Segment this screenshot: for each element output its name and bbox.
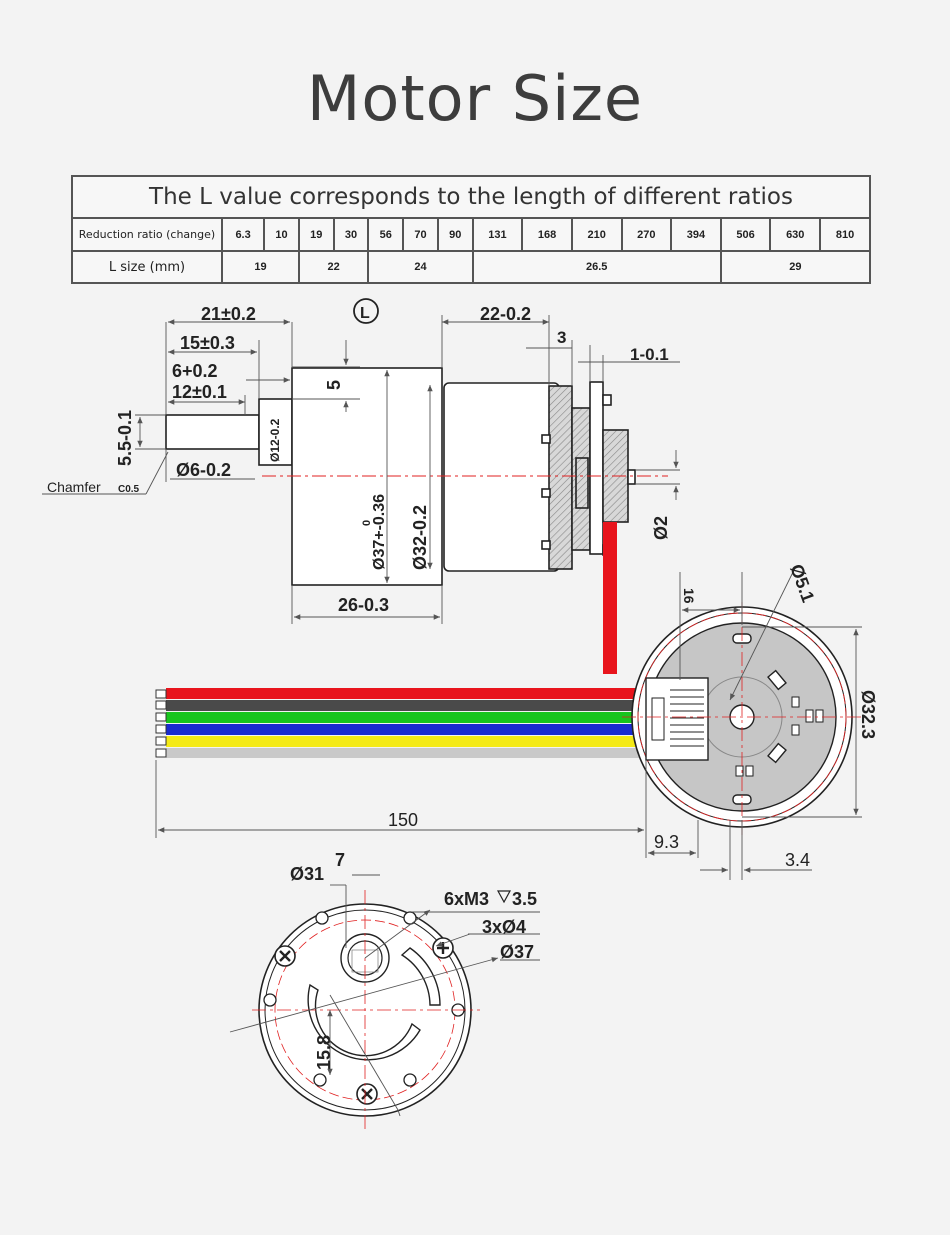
dim-L: L (360, 305, 370, 322)
motor-drawing: 21±0.2 15±0.3 6+0.2 12±0.1 5.5-0.1 Ø6-0.… (42, 298, 878, 1132)
ratio-size-table: The L value corresponds to the length of… (71, 175, 872, 284)
page-title: Motor Size (306, 62, 644, 135)
chamfer-value: C0.5 (118, 484, 140, 495)
dim-dia-32-3: Ø32.3 (858, 690, 878, 739)
wire-yellow (166, 736, 646, 747)
ratio-cell: 210 (570, 217, 623, 252)
dim-7: 7 (335, 850, 345, 870)
table-header: The L value corresponds to the length of… (71, 175, 871, 219)
ratio-row: Reduction ratio (change) 6.3 10 19 30 56… (71, 217, 871, 252)
size-row: L size (mm) 19 22 24 26.5 29 (71, 250, 872, 284)
ratio-cell: 30 (332, 217, 370, 252)
ratio-cell: 19 (297, 217, 335, 252)
wire-green (166, 712, 646, 723)
ratio-cell: 10 (263, 217, 300, 252)
dim-dia-31: Ø31 (290, 864, 324, 884)
dim-dia-37-front: Ø37 (500, 942, 534, 962)
dim-m3: 6xM3 (444, 889, 489, 909)
dim-150: 150 (388, 810, 418, 830)
dim-dia-6: Ø6-0.2 (176, 460, 231, 480)
size-cell: 29 (719, 250, 872, 284)
dim-holes: 3xØ4 (482, 917, 526, 937)
depth-icon (496, 890, 512, 904)
encoder-end-view (622, 602, 862, 835)
chamfer-label: Chamfer (47, 479, 101, 495)
ratio-cell: 506 (719, 217, 772, 252)
ratio-cell: 90 (436, 217, 474, 252)
dim-5: 5 (324, 380, 344, 390)
ratio-cell: 270 (620, 217, 673, 252)
dim-12: 12±0.1 (172, 382, 227, 402)
dim-m3-depth: 3.5 (512, 889, 537, 909)
ratio-cell: 394 (670, 217, 722, 252)
dim-15: 15±0.3 (180, 333, 235, 353)
dim-22: 22-0.2 (480, 304, 531, 324)
ratio-cell: 56 (367, 217, 405, 252)
dim-16: 16 (681, 588, 697, 604)
end-cap (548, 385, 573, 570)
ratio-cell: 168 (521, 217, 573, 252)
size-cell: 22 (297, 250, 370, 284)
encoder-hub (575, 457, 589, 509)
dim-3: 3 (557, 328, 566, 347)
dim-dia-32: Ø32-0.2 (410, 505, 430, 570)
dim-1: 1-0.1 (630, 345, 669, 364)
dim-dia-37-tol: 0 (361, 520, 373, 526)
dim-5-5: 5.5-0.1 (115, 410, 135, 466)
wire-black (166, 700, 646, 711)
front-view (252, 890, 480, 1132)
ratio-cell: 70 (402, 217, 439, 252)
ratio-cell: 6.3 (220, 217, 266, 252)
dim-6: 6+0.2 (172, 361, 218, 381)
dim-3-4: 3.4 (785, 850, 810, 870)
wire-red (166, 688, 646, 699)
shaft-boss (258, 398, 293, 466)
dim-dia-5-1: Ø5.1 (786, 562, 818, 606)
ratio-label: Reduction ratio (change) (71, 217, 223, 252)
wire-white (166, 748, 646, 758)
size-label: L size (mm) (71, 250, 223, 284)
dim-dia-12: Ø12-0.2 (268, 418, 282, 462)
l-symbol-icon (353, 298, 379, 324)
size-cell: 26.5 (471, 250, 722, 284)
size-cell: 24 (367, 250, 474, 284)
encoder-pcb (589, 381, 604, 555)
ratio-cell: 131 (471, 217, 524, 252)
dim-dia-2: Ø2 (651, 516, 671, 540)
wire-blue (166, 724, 646, 735)
dim-9-3: 9.3 (654, 832, 679, 852)
dim-21: 21±0.2 (201, 304, 256, 324)
front-dimension-lines (229, 874, 540, 1117)
wire-bundle (155, 688, 646, 758)
dim-15-8: 15.8 (314, 1035, 334, 1070)
ratio-cell: 630 (769, 217, 822, 252)
side-dimension-lines (42, 315, 680, 624)
size-cell: 19 (221, 250, 300, 284)
dim-dia-37: Ø37+-0.36 (371, 494, 388, 570)
motor-shaft (165, 414, 260, 450)
dim-26: 26-0.3 (338, 595, 389, 615)
encoder-dimension-lines (155, 567, 862, 880)
screw-icon (274, 937, 454, 1105)
ratio-cell: 810 (819, 217, 871, 252)
encoder-wire (603, 522, 617, 674)
